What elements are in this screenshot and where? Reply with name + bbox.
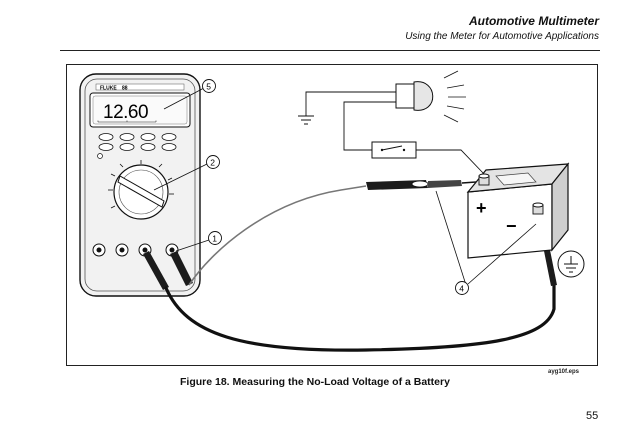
lamp-feed-wire [343, 101, 396, 151]
callout-5-number: 5 [206, 81, 211, 91]
figure-frame [66, 64, 598, 366]
figure-file-code: ayg10f.eps [548, 369, 580, 375]
black-test-lead [164, 282, 556, 352]
page-number: 55 [586, 410, 599, 422]
test-lead-plugs [143, 251, 193, 290]
callout-2-number: 2 [210, 157, 215, 167]
running-header-title: Automotive Multimeter [468, 14, 599, 28]
earth-ground-icon [557, 250, 585, 278]
chassis-ground-icon [298, 115, 314, 125]
callout-1-number: 1 [212, 233, 217, 243]
header-rule [60, 50, 600, 51]
battery-feed-wire [416, 149, 485, 175]
callout-1: 1 [175, 231, 222, 252]
callout-4-number: 4 [459, 283, 464, 293]
headlight-lamp [395, 70, 466, 123]
meter-brand: FLUKE [100, 86, 117, 92]
figure-illustration: FLUKE 88 12.60 [79, 70, 585, 352]
battery-negative-mark: − [506, 216, 517, 236]
meter-display-reading: 12.60 [103, 102, 148, 123]
meter-buttons [98, 133, 177, 151]
callout-2: 2 [153, 155, 220, 191]
car-battery: + − [466, 162, 570, 259]
running-header-subtitle: Using the Meter for Automotive Applicati… [405, 31, 599, 42]
figure-caption: Figure 18. Measuring the No-Load Voltage… [180, 376, 450, 388]
meter-model: 88 [122, 86, 128, 92]
multimeter: FLUKE 88 12.60 [79, 73, 201, 297]
lamp-ground-wire [305, 91, 396, 116]
switch-icon [371, 141, 417, 159]
input-jacks [92, 243, 179, 257]
callout-4: 4 [435, 190, 537, 295]
red-test-lead [188, 185, 367, 286]
battery-positive-mark: + [476, 198, 487, 218]
callout-5: 5 [163, 79, 216, 110]
